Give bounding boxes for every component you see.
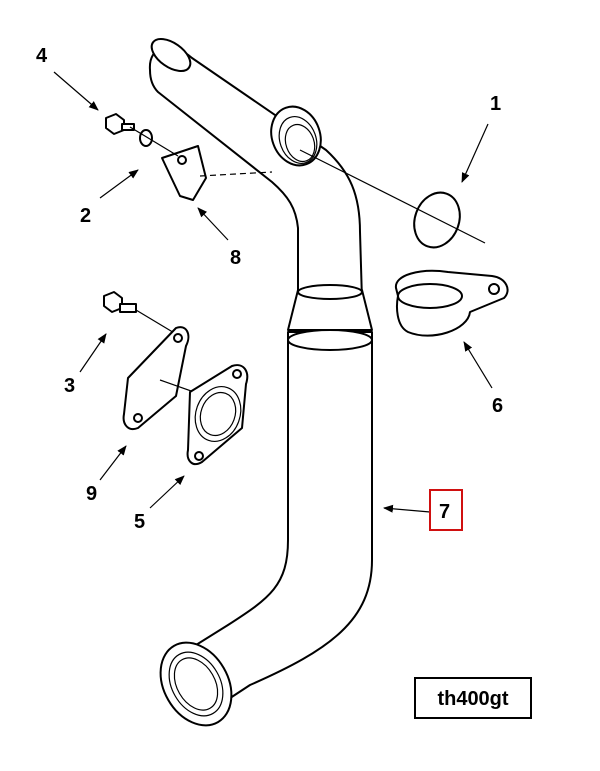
flange-gasket	[186, 364, 249, 466]
callout-7: 7	[439, 501, 450, 523]
callout-arrows	[53, 71, 493, 513]
callout-2: 2	[80, 205, 91, 227]
mounting-bracket	[161, 145, 273, 201]
gasket-disc	[299, 149, 486, 249]
bolt	[103, 291, 177, 335]
figure-tag-box	[414, 677, 532, 719]
callout-4: 4	[36, 45, 48, 67]
callout-5: 5	[134, 511, 145, 533]
callout-6: 6	[492, 395, 503, 417]
exhaust-pipe	[148, 38, 373, 727]
figure-tag: th400gt	[437, 688, 508, 710]
callout-7-highlight-box	[429, 489, 463, 531]
pipe-clamp	[394, 269, 509, 337]
callout-9: 9	[86, 483, 97, 505]
callout-1: 1	[490, 93, 501, 115]
callout-8: 8	[230, 247, 241, 269]
flange-plate	[122, 326, 229, 430]
bolt-with-washer	[105, 113, 179, 157]
callout-3: 3	[64, 375, 75, 397]
